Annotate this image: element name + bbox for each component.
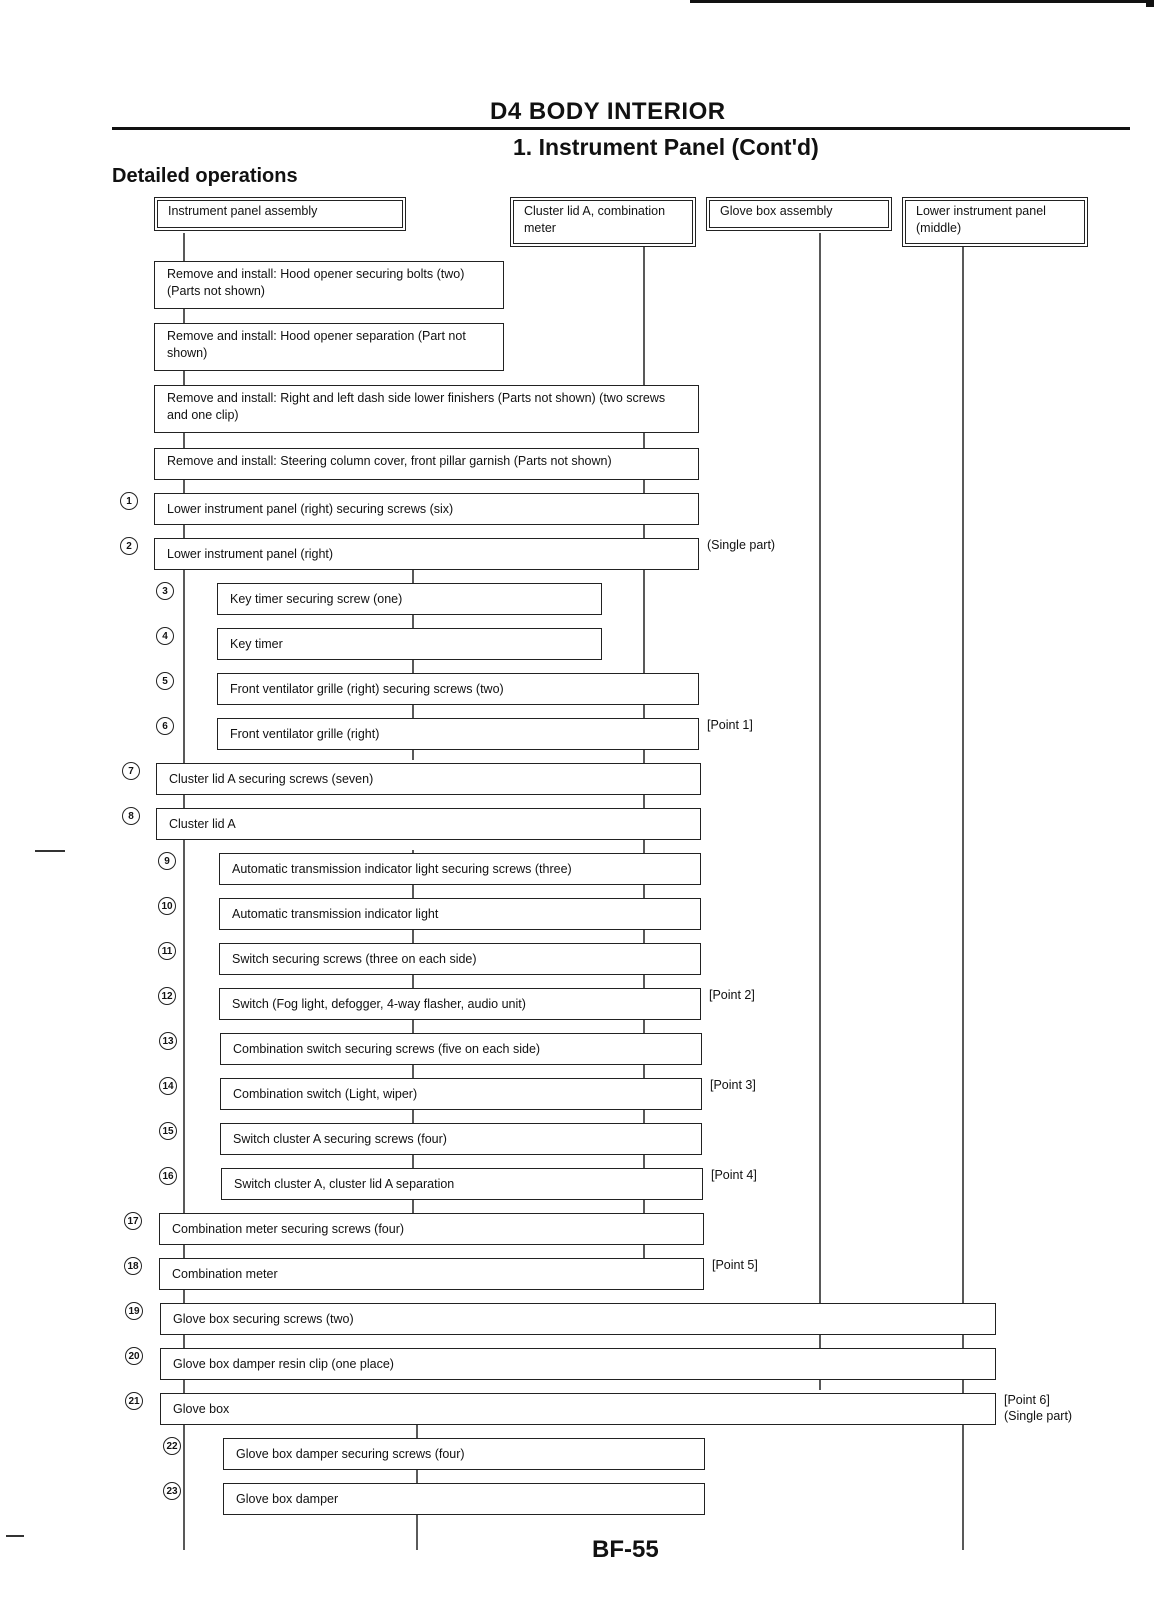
scan-margin-mark <box>6 1535 24 1537</box>
step-label: Combination switch (Light, wiper) <box>233 1087 418 1101</box>
step-number-badge: 2 <box>120 537 138 555</box>
scan-top-rule <box>690 0 1148 3</box>
column-header-lower-panel-middle: Lower instrument panel (middle) <box>902 197 1088 247</box>
step-number-badge: 14 <box>159 1077 177 1095</box>
step-label: Lower instrument panel (right) securing … <box>167 502 454 516</box>
step-number-badge: 23 <box>163 1482 181 1500</box>
step-label: Key timer <box>230 637 283 651</box>
step-box-21: Glove box <box>160 1393 996 1425</box>
step-box-8: Cluster lid A <box>156 808 701 840</box>
column-header-label: Glove box assembly <box>709 200 889 228</box>
step-number-badge: 8 <box>122 807 140 825</box>
step-label: Combination meter <box>172 1267 278 1281</box>
step-number-badge: 21 <box>125 1392 143 1410</box>
column-header-instrument-panel-assembly: Instrument panel assembly <box>154 197 406 231</box>
scan-margin-mark <box>35 850 65 852</box>
column-header-label: Cluster lid A, combination meter <box>513 200 693 244</box>
step-note: (Single part) <box>707 538 776 552</box>
step-number-badge: 22 <box>163 1437 181 1455</box>
scan-top-mark <box>1146 0 1154 7</box>
step-box-7: Cluster lid A securing screws (seven) <box>156 763 701 795</box>
step-number-badge: 3 <box>156 582 174 600</box>
step-box-6: Front ventilator grille (right) <box>217 718 699 750</box>
pre-step-box: Remove and install: Hood opener separati… <box>154 323 504 371</box>
pre-step-box: Remove and install: Right and left dash … <box>154 385 699 433</box>
step-number-badge: 19 <box>125 1302 143 1320</box>
step-number-badge: 20 <box>125 1347 143 1365</box>
step-label: Automatic transmission indicator light <box>232 907 439 921</box>
step-box-16: Switch cluster A, cluster lid A separati… <box>221 1168 703 1200</box>
step-number-badge: 9 <box>158 852 176 870</box>
step-box-22: Glove box damper securing screws (four) <box>223 1438 705 1470</box>
step-box-5: Front ventilator grille (right) securing… <box>217 673 699 705</box>
step-box-23: Glove box damper <box>223 1483 705 1515</box>
step-note: [Point 5] <box>712 1258 758 1272</box>
step-number-badge: 6 <box>156 717 174 735</box>
step-number-badge: 12 <box>158 987 176 1005</box>
step-number-badge: 18 <box>124 1257 142 1275</box>
step-box-1: Lower instrument panel (right) securing … <box>154 493 699 525</box>
step-note: [Point 6] (Single part) <box>1004 1393 1073 1423</box>
step-box-9: Automatic transmission indicator light s… <box>219 853 701 885</box>
step-label: Glove box <box>173 1402 230 1416</box>
step-box-18: Combination meter <box>159 1258 704 1290</box>
step-label: Glove box securing screws (two) <box>173 1312 354 1326</box>
step-box-10: Automatic transmission indicator light <box>219 898 701 930</box>
step-note: [Point 4] <box>711 1168 757 1182</box>
step-note: [Point 2] <box>709 988 755 1002</box>
section-title: D4 BODY INTERIOR <box>490 98 726 125</box>
column-header-label: Lower instrument panel (middle) <box>905 200 1085 244</box>
step-number-badge: 13 <box>159 1032 177 1050</box>
pre-step-box: Remove and install: Steering column cove… <box>154 448 699 480</box>
step-label: Glove box damper <box>236 1492 339 1506</box>
step-box-13: Combination switch securing screws (five… <box>220 1033 702 1065</box>
step-number-badge: 5 <box>156 672 174 690</box>
step-label: Front ventilator grille (right) <box>230 727 380 741</box>
step-box-19: Glove box securing screws (two) <box>160 1303 996 1335</box>
step-box-17: Combination meter securing screws (four) <box>159 1213 704 1245</box>
step-label: Glove box damper securing screws (four) <box>236 1447 465 1461</box>
column-header-cluster-lid: Cluster lid A, combination meter <box>510 197 696 247</box>
step-box-4: Key timer <box>217 628 602 660</box>
step-number-badge: 15 <box>159 1122 177 1140</box>
step-label: Lower instrument panel (right) <box>167 547 334 561</box>
step-box-15: Switch cluster A securing screws (four) <box>220 1123 702 1155</box>
step-number-badge: 10 <box>158 897 176 915</box>
step-number-badge: 11 <box>158 942 176 960</box>
step-label: Combination meter securing screws (four) <box>172 1222 405 1236</box>
step-label: Switch securing screws (three on each si… <box>232 952 477 966</box>
step-label: Cluster lid A <box>169 817 236 831</box>
step-label: Cluster lid A securing screws (seven) <box>169 772 374 786</box>
step-box-20: Glove box damper resin clip (one place) <box>160 1348 996 1380</box>
header-rule <box>112 127 1130 130</box>
step-label: Switch cluster A securing screws (four) <box>233 1132 447 1146</box>
step-label: Switch cluster A, cluster lid A separati… <box>234 1177 455 1191</box>
step-number-badge: 1 <box>120 492 138 510</box>
step-label: Automatic transmission indicator light s… <box>232 862 572 876</box>
step-number-badge: 4 <box>156 627 174 645</box>
subsection-title: 1. Instrument Panel (Cont'd) <box>513 134 819 160</box>
step-label: Key timer securing screw (one) <box>230 592 403 606</box>
step-box-2: Lower instrument panel (right) <box>154 538 699 570</box>
step-box-14: Combination switch (Light, wiper) <box>220 1078 702 1110</box>
pre-step-box: Remove and install: Hood opener securing… <box>154 261 504 309</box>
step-note: [Point 3] <box>710 1078 756 1092</box>
page-number: BF-55 <box>592 1536 659 1563</box>
step-label: Switch (Fog light, defogger, 4-way flash… <box>232 997 526 1011</box>
step-number-badge: 7 <box>122 762 140 780</box>
step-label: Combination switch securing screws (five… <box>233 1042 541 1056</box>
step-label: Front ventilator grille (right) securing… <box>230 682 504 696</box>
column-header-label: Instrument panel assembly <box>157 200 403 228</box>
step-number-badge: 16 <box>159 1167 177 1185</box>
step-label: Glove box damper resin clip (one place) <box>173 1357 394 1371</box>
detailed-operations-heading: Detailed operations <box>112 165 298 187</box>
step-box-3: Key timer securing screw (one) <box>217 583 602 615</box>
step-note: [Point 1] <box>707 718 753 732</box>
column-header-glove-box-assembly: Glove box assembly <box>706 197 892 231</box>
step-box-12: Switch (Fog light, defogger, 4-way flash… <box>219 988 701 1020</box>
step-box-11: Switch securing screws (three on each si… <box>219 943 701 975</box>
step-number-badge: 17 <box>124 1212 142 1230</box>
